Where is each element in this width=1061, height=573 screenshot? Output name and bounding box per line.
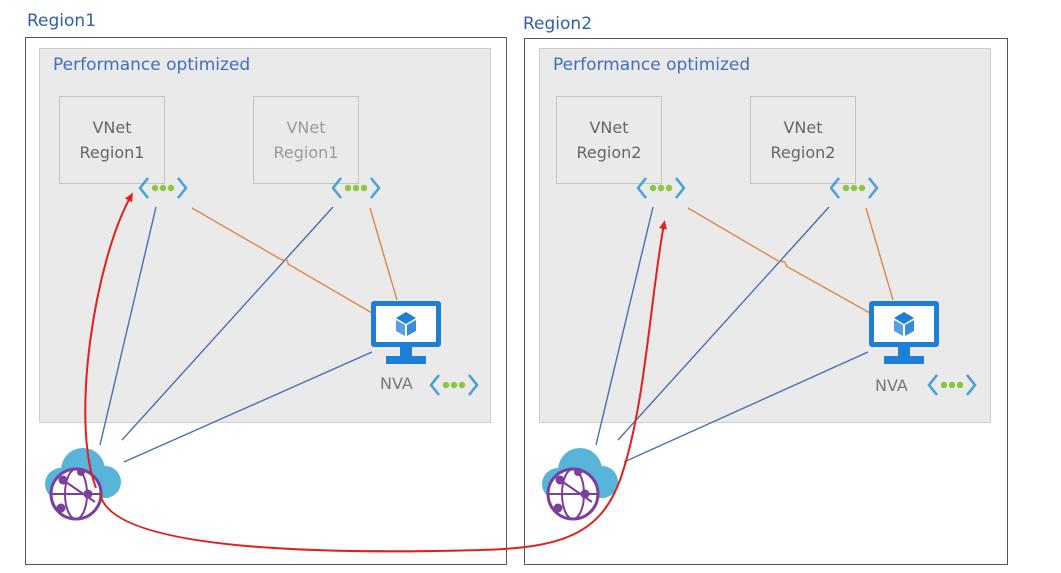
region2-link-hub-nva [623, 351, 869, 463]
region1-link-nva-vnet-b [369, 207, 398, 301]
region2-link-nva-vnet-b [865, 207, 894, 301]
vnet-title: VNet [286, 118, 326, 137]
region2-vnet-b: VNet Region2 [750, 96, 856, 184]
vnet-title: VNet [783, 118, 823, 137]
region2-link-hub-vnet-b [617, 206, 830, 441]
virtual-wan-hub-cloud-icon [43, 446, 123, 521]
region2-container [524, 38, 1008, 565]
virtual-machine-monitor-icon [869, 301, 939, 364]
region1-container [25, 37, 507, 565]
vnet-region: Region2 [576, 143, 642, 162]
vnet-region: Region1 [273, 143, 339, 162]
flow-hub1-to-vnet-region1 [84, 192, 133, 489]
vnet-region: Region1 [79, 143, 145, 162]
region1-nva-label: NVA [380, 374, 413, 393]
virtual-machine-monitor-icon [371, 301, 441, 364]
vnet-peering-icon [636, 176, 686, 200]
region2-label: Region2 [523, 14, 593, 34]
virtual-wan-hub-cloud-icon [540, 446, 620, 521]
vnet-peering-icon [829, 176, 879, 200]
region1-link-nva-vnet-a [191, 207, 373, 314]
region1-label: Region1 [27, 11, 97, 31]
vnet-peering-icon [331, 176, 381, 200]
vnet-title: VNet [92, 118, 132, 137]
flow-hub1-to-vnet-region2 [99, 220, 668, 553]
region2-link-hub-vnet-a [595, 206, 654, 446]
region1-link-hub-vnet-a [99, 206, 157, 446]
vnet-peering-icon [429, 373, 479, 397]
region2-performance-label: Performance optimized [553, 55, 751, 75]
region1-vnet-b: VNet Region1 [253, 96, 359, 184]
vnet-title: VNet [589, 118, 629, 137]
vnet-peering-icon [138, 176, 188, 200]
region2-vnet-a: VNet Region2 [556, 96, 662, 184]
region2-link-nva-vnet-a [687, 207, 871, 314]
region1-vnet-a: VNet Region1 [59, 96, 165, 184]
region1-link-hub-nva [123, 351, 373, 463]
vnet-peering-icon [927, 373, 977, 397]
vnet-region: Region2 [770, 143, 836, 162]
region1-link-hub-vnet-b [121, 206, 334, 441]
region1-performance-label: Performance optimized [53, 55, 251, 75]
region2-nva-label: NVA [875, 376, 908, 395]
